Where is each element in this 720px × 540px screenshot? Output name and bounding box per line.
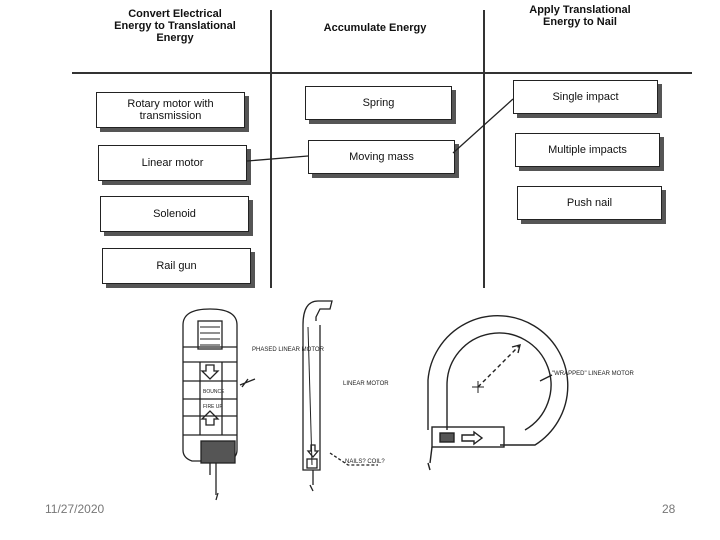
column-header-apply: Apply Translational Energy to Nail	[529, 4, 631, 28]
linear-motor-sketch	[302, 300, 378, 492]
box-rotary-motor: Rotary motor with transmission	[96, 92, 245, 128]
box-spring: Spring	[305, 86, 452, 120]
connector-linear-to-mass	[246, 155, 309, 162]
column-divider-1	[270, 10, 272, 288]
box-linear-motor: Linear motor	[98, 145, 247, 181]
column-divider-2	[483, 10, 485, 288]
box-multiple-impacts: Multiple impacts	[515, 133, 660, 167]
wrapped-linear-motor-sketch	[427, 315, 569, 471]
label-nails-coil: NAILS? COIL?	[345, 459, 385, 465]
box-single-impact: Single impact	[513, 80, 658, 114]
footer-date: 11/27/2020	[45, 502, 105, 516]
label-phased-linear-motor: PHASED LINEAR MOTOR	[252, 347, 325, 353]
label-linear-motor: LINEAR MOTOR	[343, 381, 389, 387]
header-divider	[72, 72, 692, 74]
column-header-accumulate: Accumulate Energy	[323, 22, 427, 34]
label-fire-up: FIRE UP	[203, 404, 223, 410]
box-push-nail: Push nail	[517, 186, 662, 220]
column-header-convert: Convert Electrical Energy to Translation…	[114, 8, 236, 44]
sketch-area: BOUNCE FIRE UP PHASED LINEAR MOTOR LINEA…	[182, 300, 634, 501]
label-bounce: BOUNCE	[203, 389, 225, 395]
label-wrapped-linear-motor: "WRAPPED" LINEAR MOTOR	[552, 371, 634, 377]
box-rail-gun: Rail gun	[102, 248, 251, 284]
box-moving-mass: Moving mass	[308, 140, 455, 174]
phased-linear-motor-sketch	[182, 308, 256, 501]
box-solenoid: Solenoid	[100, 196, 249, 232]
footer-page-number: 28	[662, 502, 676, 516]
